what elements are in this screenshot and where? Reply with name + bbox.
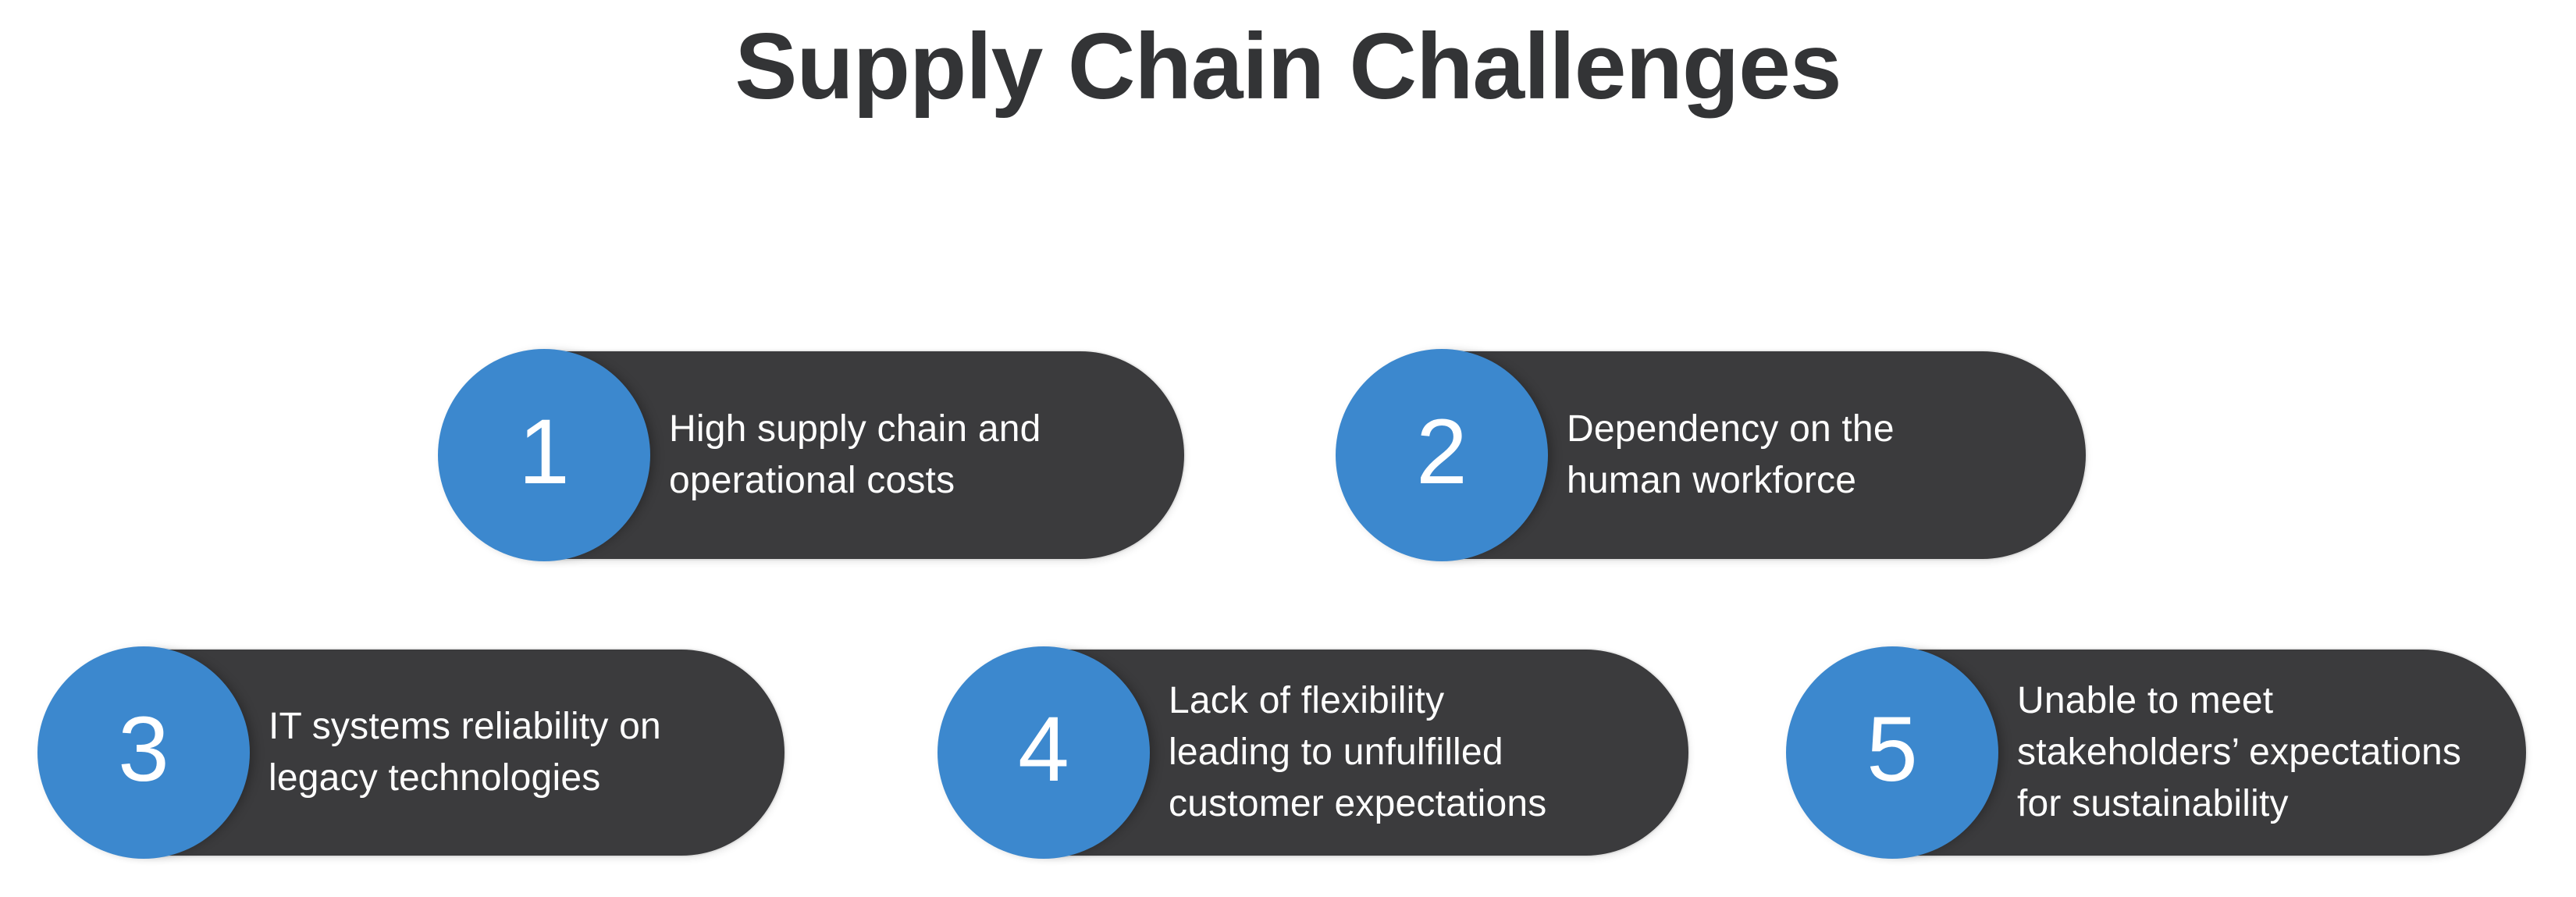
challenge-4-text: Lack of flexibility leading to unfulfill… <box>1169 680 1547 824</box>
challenge-pill-2: 2 Dependency on the human workforce <box>1336 349 2086 561</box>
challenge-1-number: 1 <box>518 400 570 504</box>
challenge-1-number-badge: 1 <box>438 349 650 561</box>
challenge-pill-4: 4 Lack of flexibility leading to unfulfi… <box>938 646 1688 859</box>
challenge-4-number-badge: 4 <box>938 646 1150 859</box>
challenge-3-text: IT systems reliability on legacy technol… <box>269 706 661 799</box>
challenge-2-number: 2 <box>1416 400 1468 504</box>
challenge-4-number: 4 <box>1018 698 1069 801</box>
challenge-5-number: 5 <box>1866 698 1918 801</box>
challenge-1-text: High supply chain and operational costs <box>669 408 1041 501</box>
page-title: Supply Chain Challenges <box>735 14 1841 119</box>
challenge-2-number-badge: 2 <box>1336 349 1548 561</box>
challenge-5-text: Unable to meet stakeholders’ expectation… <box>2017 680 2462 824</box>
challenge-pill-1: 1 High supply chain and operational cost… <box>438 349 1184 561</box>
challenge-3-number-badge: 3 <box>37 646 250 859</box>
challenge-5-number-badge: 5 <box>1786 646 1998 859</box>
challenge-2-text: Dependency on the human workforce <box>1567 408 1895 501</box>
challenge-pill-3: 3 IT systems reliability on legacy techn… <box>37 646 785 859</box>
challenge-pill-5: 5 Unable to meet stakeholders’ expectati… <box>1786 646 2526 859</box>
challenge-3-number: 3 <box>118 698 169 801</box>
